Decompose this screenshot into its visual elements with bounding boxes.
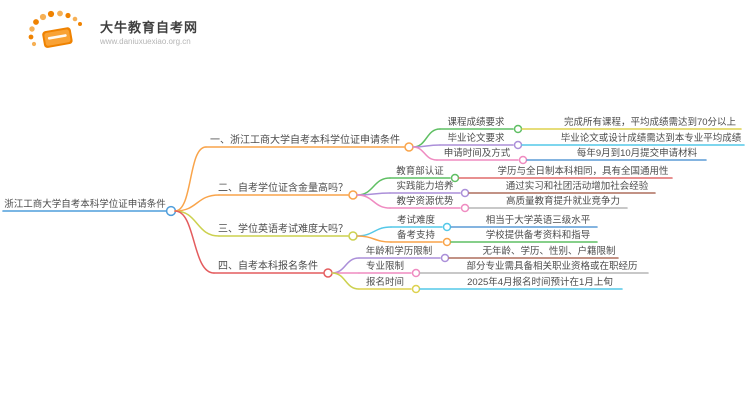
- link-root-branch-3: [174, 210, 220, 237]
- branch-2-label[interactable]: 二、自考学位证含金量高吗？: [218, 181, 348, 194]
- b1-c1-label[interactable]: 课程成绩要求: [447, 116, 505, 128]
- b3-c2-label[interactable]: 备考支持: [397, 229, 436, 241]
- b3-c2-value[interactable]: 学校提供备考资料和指导: [486, 229, 591, 241]
- link-b4-c1: [331, 257, 360, 274]
- b1-c1-toggle[interactable]: [513, 124, 523, 134]
- branch-1-toggle[interactable]: [404, 142, 414, 152]
- b3-c2-toggle[interactable]: [442, 237, 452, 247]
- b1-c2-value[interactable]: 毕业论文或设计成绩需达到本专业平均成绩: [561, 132, 742, 144]
- root-node-toggle[interactable]: [165, 205, 177, 217]
- root-node-label[interactable]: 浙江工商大学自考本科学位证申请条件: [4, 198, 166, 210]
- b2-c2-value[interactable]: 通过实习和社团活动增加社会经验: [506, 180, 649, 192]
- link-root-branch-4: [174, 210, 215, 274]
- b1-c3-label[interactable]: 申请时间及方式: [444, 147, 511, 159]
- link-b1-c1: [412, 128, 441, 148]
- b4-c2-toggle[interactable]: [411, 268, 421, 278]
- b2-c2-toggle[interactable]: [460, 188, 470, 198]
- b1-c2-toggle[interactable]: [513, 140, 523, 150]
- branch-4-label[interactable]: 四、自考本科报名条件: [218, 259, 318, 272]
- book-sunburst-icon: [28, 10, 82, 48]
- link-b3-c1: [356, 226, 392, 237]
- branch-3-label[interactable]: 三、学位英语考试难度大吗？: [218, 222, 348, 235]
- site-logo[interactable]: 大牛教育自考网 www.daniuxuexiao.org.cn: [22, 10, 198, 56]
- branch-4-toggle[interactable]: [323, 268, 333, 278]
- branch-1-label[interactable]: 一、浙江工商大学自考本科学位证申请条件: [210, 133, 400, 146]
- link-b4-c3: [331, 272, 360, 290]
- b1-c2-label[interactable]: 毕业论文要求: [447, 132, 505, 144]
- branch-2-toggle[interactable]: [348, 190, 358, 200]
- b1-c3-toggle[interactable]: [518, 155, 528, 165]
- link-b2-c3: [356, 194, 391, 209]
- b2-c3-value[interactable]: 高质量教育提升就业竞争力: [506, 195, 620, 207]
- b4-c3-toggle[interactable]: [411, 284, 421, 294]
- b4-c2-label[interactable]: 专业限制: [366, 260, 404, 272]
- b2-c3-toggle[interactable]: [460, 203, 470, 213]
- b4-c3-value[interactable]: 2025年4月报名时间预计在1月上旬: [467, 276, 613, 288]
- site-url: www.daniuxuexiao.org.cn: [100, 37, 191, 47]
- b1-c3-value[interactable]: 每年9月到10月提交申请材料: [577, 147, 698, 159]
- b2-c2-label[interactable]: 实践能力培养: [396, 180, 454, 192]
- b4-c1-label[interactable]: 年龄和学历限制: [366, 245, 433, 257]
- site-name: 大牛教育自考网: [100, 19, 199, 35]
- b1-c1-value[interactable]: 完成所有课程，平均成绩需达到70分以上: [564, 116, 737, 128]
- b3-c1-value[interactable]: 相当于大学英语三级水平: [486, 214, 591, 226]
- b4-c1-toggle[interactable]: [440, 253, 450, 263]
- b2-c1-value[interactable]: 学历与全日制本科相同，具有全国通用性: [497, 165, 669, 177]
- b3-c1-label[interactable]: 考试难度: [397, 214, 436, 226]
- b3-c1-toggle[interactable]: [442, 222, 452, 232]
- b4-c1-value[interactable]: 无年龄、学历、性别、户籍限制: [482, 245, 615, 257]
- link-b3-c2: [356, 235, 392, 243]
- link-b1-c3: [412, 146, 438, 161]
- b4-c3-label[interactable]: 报名时间: [366, 276, 404, 288]
- b2-c1-label[interactable]: 教育部认证: [396, 165, 444, 177]
- link-root-branch-2: [174, 194, 220, 212]
- b2-c3-label[interactable]: 教学资源优势: [396, 195, 454, 207]
- b4-c2-value[interactable]: 部分专业需具备相关职业资格或在职经历: [466, 260, 637, 272]
- branch-3-toggle[interactable]: [348, 231, 358, 241]
- link-root-branch-1: [174, 146, 207, 212]
